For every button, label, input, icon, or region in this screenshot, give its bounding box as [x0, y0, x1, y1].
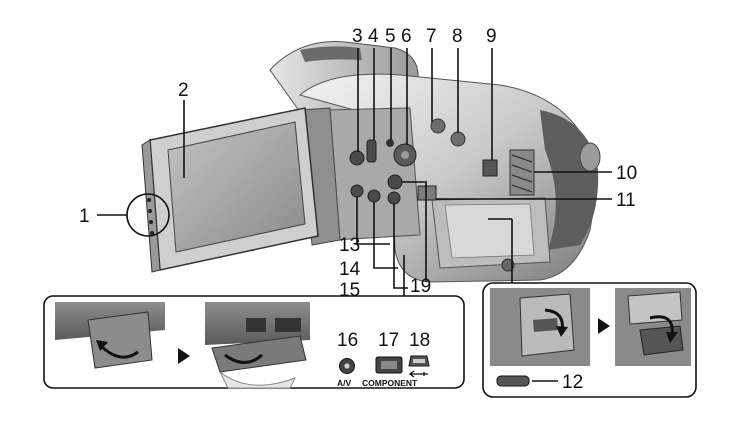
leader-lines	[97, 48, 612, 296]
callout-17: 17	[378, 330, 399, 351]
usb-terminal-icon	[408, 355, 430, 378]
callout-5: 5	[385, 26, 396, 47]
callout-1: 1	[79, 206, 90, 227]
camcorder-body	[269, 41, 601, 283]
component-terminal-icon	[375, 356, 403, 374]
callout-15: 15	[339, 280, 360, 301]
av-terminal-icon	[339, 358, 355, 374]
callout-numbers: 1 2 3 4 5 6 7 8 9 10 11 12 13 14 15 16 1…	[79, 26, 637, 393]
arrow-right-icon	[178, 348, 190, 364]
callout-18: 18	[409, 330, 430, 351]
callout-13: 13	[339, 235, 360, 256]
av-label: A/V	[337, 378, 352, 388]
callout-10: 10	[616, 163, 637, 184]
callout-3: 3	[352, 26, 363, 47]
callout-7: 7	[426, 26, 437, 47]
callout-9: 9	[486, 26, 497, 47]
callout-6: 6	[401, 26, 412, 47]
callout-19: 19	[410, 276, 431, 297]
callout-2: 2	[178, 80, 189, 101]
component-label: COMPONENT	[362, 378, 418, 388]
lcd-monitor	[141, 107, 319, 273]
callout-12: 12	[562, 372, 583, 393]
callout-14: 14	[339, 259, 361, 280]
monitor-buttons	[126, 193, 170, 237]
callout-8: 8	[452, 26, 463, 47]
callout-16: 16	[337, 330, 358, 351]
callout-11: 11	[616, 190, 636, 211]
callout-4: 4	[368, 26, 379, 47]
battery-inset	[482, 282, 697, 398]
arrow-right-icon-2	[598, 318, 610, 334]
cover-inset	[43, 295, 465, 389]
